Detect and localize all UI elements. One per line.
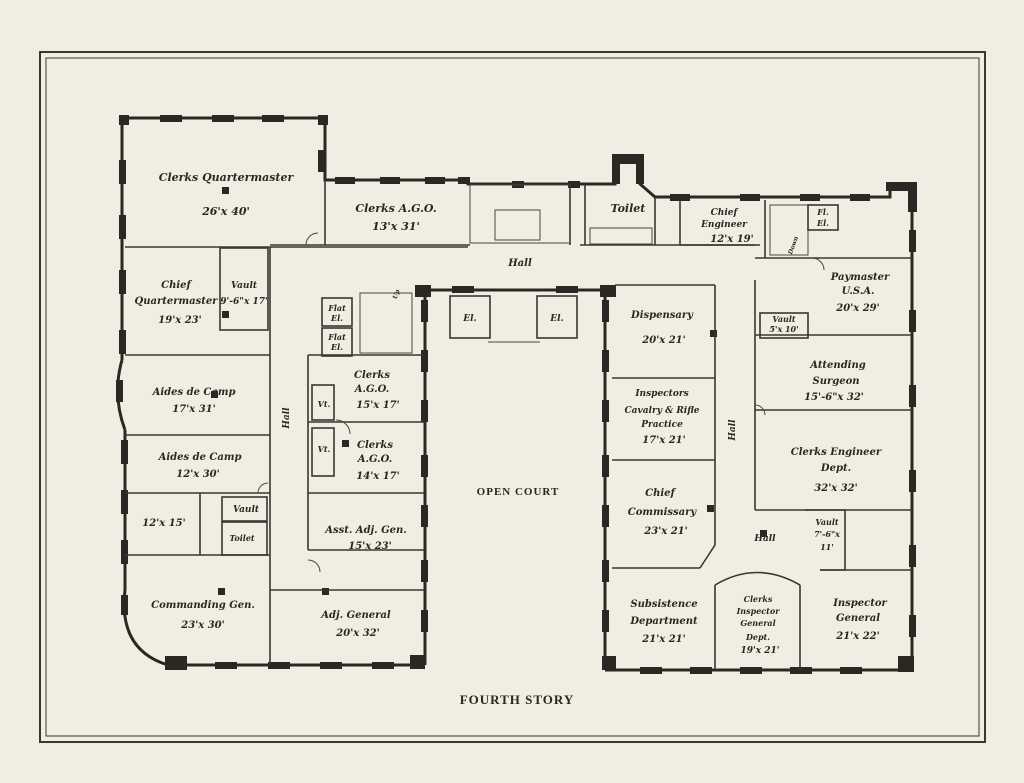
hall-left-label: Hall [282,407,292,430]
attending-surgeon-size: 15'-6"x 32' [804,392,864,403]
inspectors-name2: Cavalry & Rifle [624,406,699,416]
flat-el-2-line1: Flat [327,332,346,342]
chief-commissary-name1: Chief [645,488,676,499]
vault-mid-label: Vault [233,505,260,515]
clerks-ago-3-size: 14'x 17' [356,471,399,482]
inspector-general-name1: Inspector [832,598,887,609]
vault-qm-name: Vault [231,281,258,291]
interior-partitions [125,180,912,670]
paymaster-name2: U.S.A. [842,286,875,297]
commanding-gen-name: Commanding Gen. [151,600,255,611]
inspectors-size: 17'x 21' [642,435,685,446]
elevator-1-label: El. [462,314,476,324]
adj-general-name: Adj. General [320,610,391,621]
asst-adj-name: Asst. Adj. Gen. [324,525,407,536]
attending-surgeon-name2: Surgeon [812,376,859,387]
attending-surgeon-name1: Attending [809,360,866,371]
wall-piers [116,115,917,674]
clerks-engineer-name2: Dept. [820,463,851,474]
clerks-ig-size: 19'x 21' [740,646,779,656]
clerks-ig-name3: General [740,618,775,628]
clerks-ago-3-name2: A.G.O. [357,454,393,465]
clerks-ago-top-size: 13'x 31' [372,220,420,233]
paymaster-size: 20'x 29' [835,303,879,314]
subsistence-name1: Subsistence [630,599,697,610]
flat-el-2-line2: El. [330,342,343,352]
dispensary-size: 20'x 21' [641,335,685,346]
subsistence-size: 21'x 21' [641,634,685,645]
vault-lower-size2: 11' [820,542,834,552]
aides-1-size: 17'x 31' [172,404,215,415]
inspectors-name3: Practice [640,420,683,430]
plan-title: FOURTH STORY [460,692,575,707]
vt-2-label: Vt. [318,444,331,454]
open-court-label: OPEN COURT [477,486,560,498]
commanding-gen-size: 23'x 30' [180,620,224,631]
aides-1-name: Aides de Camp [152,387,236,398]
clerks-ago-2-size: 15'x 17' [356,400,399,411]
subsistence-name2: Department [629,616,698,627]
chief-engineer-name1: Chief [711,208,740,218]
aides-2-name: Aides de Camp [158,452,242,463]
hall-top-label: Hall [507,258,532,269]
chief-commissary-size: 23'x 21' [643,526,687,537]
paymaster-name1: Paymaster [830,272,890,283]
clerks-ago-2-name: Clerks [354,370,390,381]
toilet-top-label: Toilet [611,202,646,215]
inspector-general-name2: General [836,613,880,624]
clerks-ig-name2: Inspector [736,606,781,616]
vault-lower-size1: 7'-6"x [814,529,840,539]
clerks-engineer-name1: Clerks Engineer [791,447,882,458]
chief-qm-name1: Chief [161,280,192,291]
adj-general-size: 20'x 32' [335,628,379,639]
chief-qm-name2: Quartermaster [135,296,219,307]
chief-engineer-name2: Engineer [700,220,748,230]
chief-engineer-size: 12'x 19' [710,234,753,245]
clerks-quartermaster-size: 26'x 40' [201,205,250,218]
up-stair-label: Up [392,288,402,300]
vault-qm-size: 9'-6"x 17' [220,297,267,307]
hall-right-label: Hall [728,419,738,442]
fl-el-line2: El. [816,218,829,228]
small-room-size: 12'x 15' [142,518,185,529]
flat-el-1-line1: Flat [327,303,346,313]
vt-1-label: Vt. [318,399,331,409]
page-frame [39,51,986,743]
chief-commissary-name2: Commissary [628,507,698,518]
hall-lower-label: Hall [753,534,776,544]
vault-lower-name: Vault [815,517,839,527]
aides-2-size: 12'x 30' [176,469,219,480]
dispensary-name: Dispensary [630,310,694,321]
fl-el-line1: Fl. [816,207,829,217]
clerks-engineer-size: 32'x 32' [814,483,857,494]
inspector-general-size: 21'x 22' [835,631,879,642]
clerks-quartermaster-name: Clerks Quartermaster [159,171,295,184]
room-labels: Clerks Quartermaster 26'x 40' Clerks A.G… [135,171,890,656]
vault-pm-size: 5'x 10' [769,324,798,334]
door-swings [257,232,825,573]
toilet-mid-label: Toilet [229,533,255,543]
clerks-ago-top-name: Clerks A.G.O. [355,202,437,215]
inspectors-name1: Inspectors [634,389,688,399]
clerks-ig-name1: Clerks [744,594,773,604]
vault-pm-name: Vault [772,314,796,324]
asst-adj-size: 15'x 23' [348,541,391,552]
elevator-2-label: El. [549,314,563,324]
flat-el-1-line2: El. [330,313,343,323]
clerks-ig-name4: Dept. [745,632,770,642]
clerks-ago-3-name: Clerks [357,440,393,451]
clerks-ago-2-name2: A.G.O. [354,384,390,395]
chief-qm-size: 19'x 23' [158,315,201,326]
